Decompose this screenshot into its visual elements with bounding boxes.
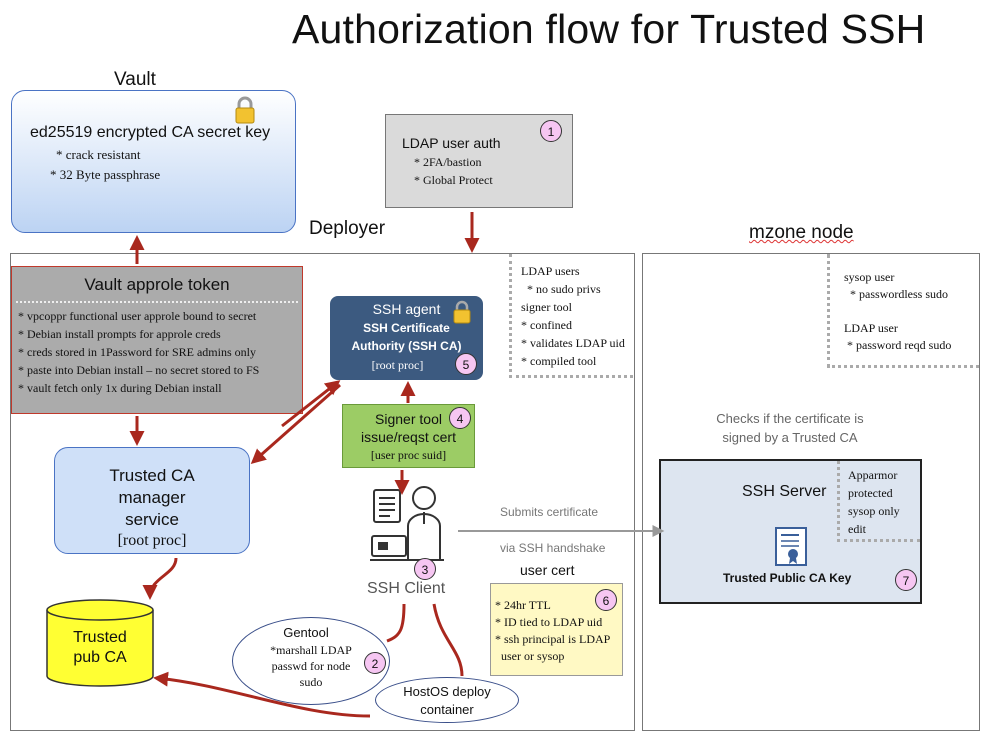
step-badge-7: 7 [895, 569, 917, 591]
user-cert-line: * ssh principal is LDAP [495, 632, 611, 646]
signer-line1: Signer tool [375, 411, 442, 427]
apparmor-line: protected [848, 486, 893, 500]
lock-icon [453, 300, 471, 324]
apparmor-line: edit [848, 522, 866, 536]
step-badge-2: 2 [364, 652, 386, 674]
gentool-line: sudo [299, 675, 323, 689]
page-title: Authorization flow for Trusted SSH [292, 6, 926, 52]
approle-divider [16, 301, 298, 303]
step-badge-3: 3 [414, 558, 436, 580]
ssh-agent-title: SSH agent [372, 301, 441, 317]
ssh-agent-proc: [root proc] [371, 358, 424, 372]
tca-line1: Trusted CA [109, 466, 195, 485]
certificate-icon [775, 527, 807, 566]
user-cert-label: user cert [520, 562, 575, 578]
ldap-user-auth-box: LDAP user auth * 2FA/bastion * Global Pr… [385, 114, 573, 208]
ssh-server-box: SSH Server Trusted Public CA Key 7 Appar… [659, 459, 922, 604]
trusted-pub-ca-label: Trusted pub CA [44, 628, 156, 668]
deployer-note-line: signer tool [521, 300, 572, 314]
mzone-note: sysop user * passwordless sudo LDAP user… [827, 254, 979, 368]
lock-icon [235, 96, 255, 124]
step-badge-1: 1 [540, 120, 562, 142]
approle-item: * creds stored in 1Password for SRE admi… [18, 345, 256, 359]
signer-line2: issue/reqst cert [361, 429, 456, 445]
tca-line2: manager [118, 488, 186, 507]
apparmor-line: sysop only [848, 504, 900, 518]
ssh-client-label: SSH Client [367, 580, 446, 597]
gentool-line: passwd for node [271, 659, 351, 673]
vault-key-title: ed25519 encrypted CA secret key [30, 124, 271, 141]
trusted-pub-ca-cylinder [46, 599, 154, 687]
approle-item: * vpcoppr functional user approle bound … [18, 309, 257, 323]
deployer-label: Deployer [309, 218, 386, 239]
tca-proc: [root proc] [117, 532, 187, 549]
gentool-ellipse: Gentool *marshall LDAP passwd for node s… [232, 617, 390, 705]
ldap-user-auth-title: LDAP user auth [402, 135, 501, 151]
approle-item: * Debian install prompts for approle cre… [18, 327, 221, 341]
gentool-title: Gentool [283, 625, 329, 640]
vault-approle-token-box: Vault approle token * vpcoppr functional… [11, 266, 303, 414]
approle-item: * paste into Debian install – no secret … [18, 363, 260, 377]
person-at-computer-icon [370, 486, 444, 561]
user-cert-line: * 24hr TTL [495, 598, 551, 612]
vault-label: Vault [114, 69, 156, 90]
trusted-ca-manager-box: Trusted CA manager service [root proc] [54, 447, 250, 554]
ssh-ca-line2: Authority (SSH CA) [351, 339, 462, 353]
checks-text: Checks if the certificate is signed by a… [690, 409, 890, 447]
mzone-note-line: LDAP user [844, 321, 898, 335]
step-badge-4: 4 [449, 407, 471, 429]
mzone-note-line: * password reqd sudo [844, 338, 952, 352]
approle-list: * vpcoppr functional user approle bound … [18, 307, 259, 397]
approle-title: Vault approle token [84, 275, 230, 294]
vault-bullet: * 32 Byte passphrase [50, 167, 161, 182]
gentool-line: *marshall LDAP [270, 643, 352, 657]
user-cert-note: * 24hr TTL * ID tied to LDAP uid * ssh p… [490, 583, 623, 676]
deployer-note-line: * confined [521, 318, 572, 332]
step-badge-5: 5 [455, 353, 477, 375]
apparmor-note: Apparmor protected sysop only edit [837, 461, 920, 542]
user-cert-line: * ID tied to LDAP uid [495, 615, 603, 629]
hostos-line2: container [420, 702, 474, 717]
trusted-public-ca-key-label: Trusted Public CA Key [723, 571, 852, 585]
checks-line2: signed by a Trusted CA [722, 430, 858, 445]
ssh-agent-box: SSH agent SSH Certificate Authority (SSH… [330, 296, 483, 380]
pub-ca-line2: pub CA [73, 649, 127, 666]
submits-line2: via SSH handshake [500, 541, 606, 555]
signer-proc: [user proc suid] [370, 448, 447, 462]
signer-tool-box: Signer tool issue/reqst cert [user proc … [342, 404, 475, 468]
pub-ca-line1: Trusted [73, 629, 127, 646]
tca-line3: service [125, 510, 179, 529]
step-badge-6: 6 [595, 589, 617, 611]
hostos-line1: HostOS deploy [403, 684, 491, 699]
user-cert-line: user or sysop [501, 649, 565, 663]
hostos-ellipse: HostOS deploy container [375, 677, 519, 723]
submits-line1: Submits certificate [500, 505, 599, 519]
ssh-ca-line1: SSH Certificate [363, 321, 450, 335]
approle-item: * vault fetch only 1x during Debian inst… [18, 381, 222, 395]
vault-bullet: * crack resistant [56, 147, 141, 162]
mzone-note-line [844, 303, 951, 320]
deployer-note-line: * compiled tool [521, 354, 597, 368]
vault-box [11, 90, 296, 233]
deployer-note-line: LDAP users [521, 264, 580, 278]
deployer-note-line: * no sudo privs [521, 282, 601, 296]
apparmor-line: Apparmor [848, 468, 898, 482]
mzone-note-line: sysop user [844, 270, 895, 284]
mzone-note-line: * passwordless sudo [844, 287, 948, 301]
deployer-note: LDAP users * no sudo privs signer tool *… [509, 254, 633, 378]
checks-line1: Checks if the certificate is [716, 411, 864, 426]
mzone-node-label: mzone node [749, 222, 854, 243]
ssh-server-title: SSH Server [742, 483, 827, 500]
deployer-note-line: * validates LDAP uid [521, 336, 625, 350]
ldap-bullet: * Global Protect [414, 173, 493, 187]
ldap-bullet: * 2FA/bastion [414, 155, 482, 169]
